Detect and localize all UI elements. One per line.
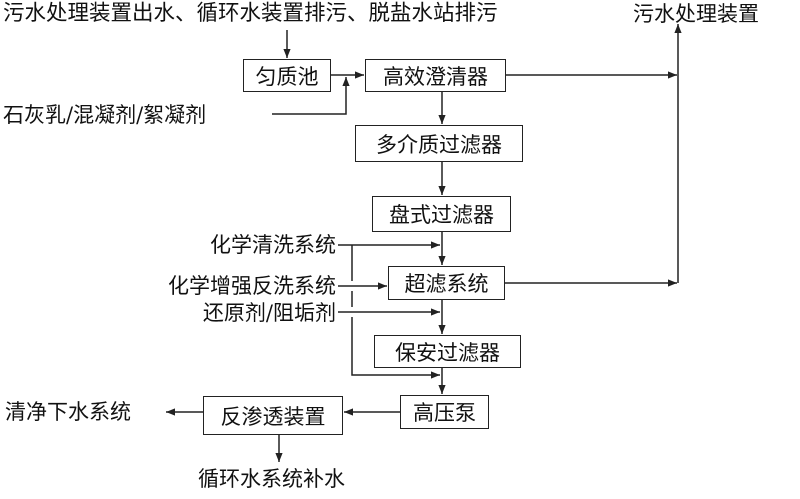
unit-reverse-osmosis: 反渗透装置 (203, 396, 343, 435)
edge-cleaning-bypass-to-pump (351, 317, 440, 379)
edge-chemicals-to-clarifier (272, 77, 350, 115)
input-chemicals-clarifier: 石灰乳/混凝剂/絮凝剂 (3, 103, 207, 127)
unit-high-efficiency-clarifier: 高效澄清器 (365, 59, 506, 92)
output-circulating-makeup: 循环水系统补水 (198, 467, 345, 491)
unit-security-filter: 保安过滤器 (374, 335, 521, 368)
unit-disc-filter: 盘式过滤器 (372, 196, 511, 232)
unit-multimedia-filter: 多介质过滤器 (355, 125, 523, 162)
unit-high-pressure-pump: 高压泵 (400, 395, 489, 429)
unit-homogenizing-tank: 匀质池 (243, 59, 331, 92)
input-chemical-cleaning: 化学清洗系统 (210, 233, 336, 257)
input-top-source: 污水处理装置出水、循环水装置排污、脱盐水站排污 (3, 1, 498, 26)
output-clean-drain: 清净下水系统 (5, 400, 131, 424)
unit-ultrafiltration: 超滤系统 (388, 266, 505, 300)
input-chemical-enhanced-backwash: 化学增强反洗系统 (168, 274, 336, 298)
input-reductant-antiscalant: 还原剂/阻垢剂 (202, 301, 336, 325)
output-sewage-treatment: 污水处理装置 (633, 2, 759, 26)
